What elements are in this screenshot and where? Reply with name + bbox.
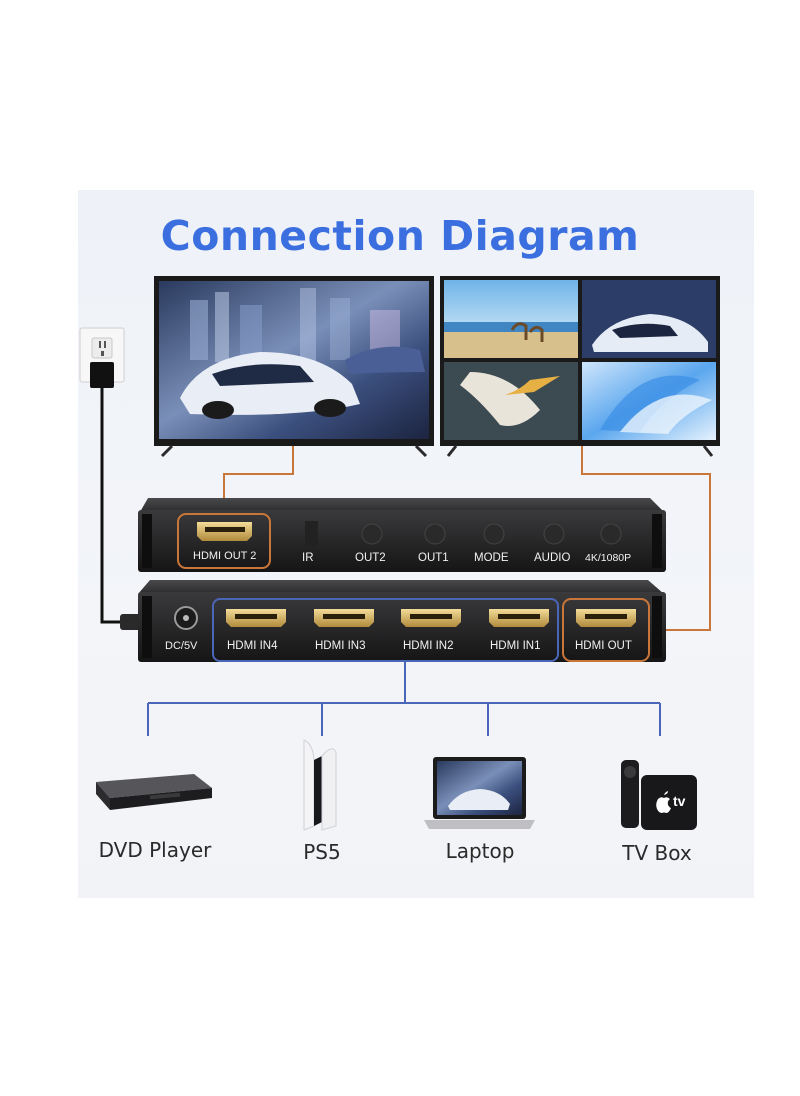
device-label-ps5: PS5 [303,840,341,864]
hdmi-in3-label: HDMI IN3 [315,640,366,652]
hdmi-in3-port [314,609,374,627]
control-label-out1: OUT1 [418,552,449,564]
dc-power-jack [174,606,198,630]
diagram-title: Connection Diagram [160,212,640,260]
hdmi-out-label: HDMI OUT [575,640,632,652]
laptop-device [424,757,535,829]
hdmi-in1-label: HDMI IN1 [490,640,541,652]
control-label-out2: OUT2 [355,552,386,564]
tv-display-right [440,276,720,457]
control-label-4k-1080p: 4K/1080P [585,552,632,564]
hdmi-in2-port [401,609,461,627]
link-tv-right [581,446,711,631]
control-label-ir: IR [302,552,314,564]
hdmi-in2-label: HDMI IN2 [403,640,454,652]
apple-logo-icon [656,791,671,813]
hdmi-in4-port [226,609,286,627]
device-label-dvd-player: DVD Player [98,838,212,862]
tv-display-left [154,276,434,458]
link-tv-left [223,446,294,516]
device-label-tv-box: TV Box [622,841,692,865]
dc-power-label: DC/5V [165,640,198,652]
hdmi-out2-label: HDMI OUT 2 [193,550,257,562]
hdmi-in4-label: HDMI IN4 [227,640,278,652]
input-distribution-lines [147,661,661,736]
apple-tv-label: tv [673,793,686,809]
hdmi-out-port [562,598,650,662]
hdmi-inputs-group [212,598,559,662]
hdmi-in1-port [489,609,549,627]
control-label-audio: AUDIO [534,552,571,564]
power-adapter-icon [90,362,114,388]
control-label-mode: MODE [474,552,509,564]
ps5-device [303,739,337,831]
dvd-player-device [96,774,212,810]
tv-box-device [621,760,697,830]
device-label-laptop: Laptop [445,839,515,863]
hdmi-out2-port [177,513,271,569]
